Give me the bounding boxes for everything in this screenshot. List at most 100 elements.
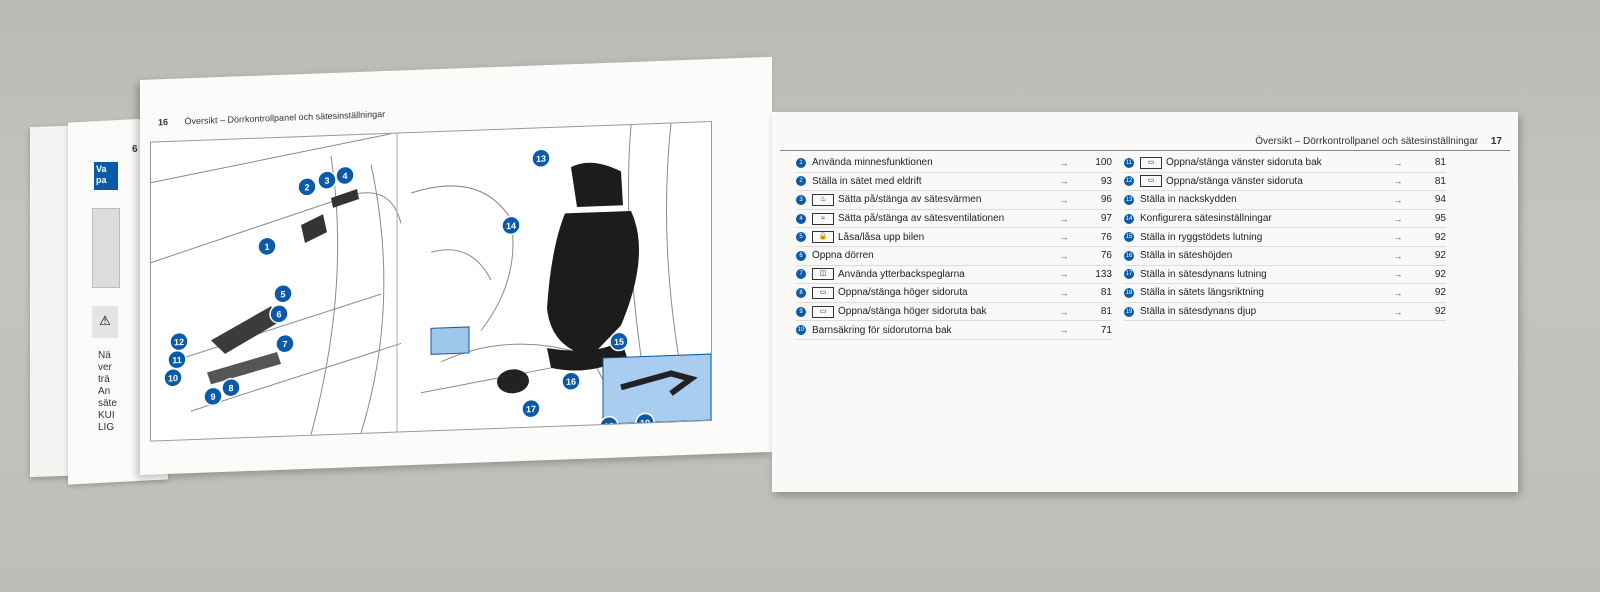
legend-number-badge: 10 bbox=[796, 325, 806, 336]
legend-label: Öppna/stänga höger sidoruta bak bbox=[838, 306, 987, 318]
callout-number-19: 19 bbox=[640, 418, 650, 428]
callout-number-14: 14 bbox=[506, 221, 516, 231]
callout-circle-9 bbox=[203, 386, 223, 407]
right-page-title: Översikt – Dörrkontrollpanel och sätesin… bbox=[1255, 136, 1479, 147]
inset-highlight-left bbox=[430, 326, 470, 355]
underlying-text-line: Nä bbox=[98, 350, 111, 361]
callout-circle-16 bbox=[561, 371, 581, 391]
legend-page-ref: 76 bbox=[1100, 231, 1112, 243]
arrow-right-icon: → bbox=[1393, 232, 1403, 243]
arrow-right-icon: → bbox=[1393, 157, 1403, 168]
legend-row-5: 5🔒Låsa/låsa upp bilen→76 bbox=[796, 228, 1112, 247]
legend-number-badge: 15 bbox=[1124, 232, 1134, 243]
legend-page-ref: 96 bbox=[1100, 194, 1112, 206]
legend-page-ref: 92 bbox=[1434, 250, 1446, 262]
underlying-grey-box bbox=[92, 208, 120, 288]
legend-page-ref: 92 bbox=[1434, 287, 1446, 299]
legend-row-10: 10 Barnsäkring för sidorutorna bak → 71 bbox=[796, 321, 1112, 340]
callout-circle-18 bbox=[599, 416, 619, 436]
legend-number-badge: 3 bbox=[796, 194, 806, 205]
legend-page-ref: 92 bbox=[1434, 306, 1446, 318]
callout-circle-14 bbox=[501, 215, 521, 236]
legend-label: Barnsäkring för sidorutorna bak bbox=[812, 324, 952, 336]
callout-number-3: 3 bbox=[324, 176, 329, 186]
legend-page-ref: 93 bbox=[1100, 175, 1112, 187]
arrow-right-icon: → bbox=[1393, 250, 1403, 261]
arrow-right-icon: → bbox=[1393, 269, 1403, 280]
legend-page-ref: 92 bbox=[1434, 268, 1446, 280]
callout-circle-17 bbox=[521, 398, 541, 419]
callout-number-15: 15 bbox=[614, 337, 624, 347]
legend-number-badge: 9 bbox=[796, 306, 806, 317]
legend-label: Använda ytterbackspeglarna bbox=[838, 268, 965, 280]
arrow-right-icon: → bbox=[1059, 250, 1069, 261]
legend-number-badge: 17 bbox=[1124, 269, 1134, 280]
legend-page-ref: 95 bbox=[1434, 213, 1446, 225]
arrow-right-icon: → bbox=[1393, 287, 1403, 298]
arrow-right-icon: → bbox=[1059, 325, 1069, 336]
legend-number-badge: 16 bbox=[1124, 250, 1134, 261]
callout-number-11: 11 bbox=[172, 355, 182, 365]
callout-number-5: 5 bbox=[280, 289, 285, 299]
legend-row-17: 17 Ställa in sätesdynans lutning → 92 bbox=[1124, 266, 1446, 285]
legend-page-ref: 81 bbox=[1100, 306, 1112, 318]
seat-heat-icon: ♨ bbox=[812, 193, 834, 206]
legend-page-ref: 100 bbox=[1095, 157, 1112, 169]
callout-circle-12 bbox=[169, 331, 189, 352]
seat-backrest-shape bbox=[547, 210, 639, 357]
left-page-header: 16 Översikt – Dörrkontrollpanel och säte… bbox=[158, 109, 385, 127]
inset-highlight-right bbox=[602, 353, 711, 425]
legend-number-badge: 1 bbox=[796, 157, 806, 168]
window-switch-panel bbox=[207, 351, 281, 385]
arrow-right-icon: → bbox=[1059, 194, 1069, 205]
legend-number-badge: 12 bbox=[1124, 176, 1134, 187]
left-page: 16 Översikt – Dörrkontrollpanel och säte… bbox=[140, 56, 772, 475]
callout-number-18: 18 bbox=[604, 421, 614, 431]
left-page-title: Översikt – Dörrkontrollpanel och sätesin… bbox=[184, 109, 386, 127]
legend-row-3: 3♨Sätta på/stänga av sätesvärmen→96 bbox=[796, 191, 1112, 210]
legend-row-8: 8▭Öppna/stänga höger sidoruta→81 bbox=[796, 284, 1112, 303]
callout-number-9: 9 bbox=[210, 392, 215, 402]
legend-row-12: 12▭Öppna/stänga vänster sidoruta→81 bbox=[1124, 173, 1446, 192]
legend-number-badge: 5 bbox=[796, 232, 806, 243]
arrow-right-icon: → bbox=[1393, 213, 1403, 224]
underlying-text-line: säte bbox=[98, 398, 117, 409]
callout-number-8: 8 bbox=[228, 383, 233, 393]
legend-page-ref: 71 bbox=[1100, 324, 1112, 336]
callout-number-13: 13 bbox=[536, 154, 546, 164]
legend-label: Låsa/låsa upp bilen bbox=[838, 231, 925, 243]
callout-number-10: 10 bbox=[168, 373, 178, 383]
legend-label: Ställa in sätets längsriktning bbox=[1140, 287, 1264, 299]
warning-icon: ⚠ bbox=[92, 306, 118, 338]
legend-label: Öppna/stänga vänster sidoruta bak bbox=[1166, 157, 1322, 169]
legend-label: Använda minnesfunktionen bbox=[812, 157, 933, 169]
underlying-text-line: trä bbox=[98, 374, 110, 385]
legend-number-badge: 6 bbox=[796, 250, 806, 261]
callout-circle-8 bbox=[221, 377, 241, 398]
arrow-right-icon: → bbox=[1059, 176, 1069, 187]
legend-page-ref: 92 bbox=[1434, 231, 1446, 243]
underlying-page-number: 6 bbox=[132, 144, 138, 155]
callout-circle-2 bbox=[297, 177, 317, 197]
callout-number-17: 17 bbox=[526, 404, 536, 414]
legend-page-ref: 97 bbox=[1100, 213, 1112, 225]
window-icon: ▭ bbox=[1140, 175, 1162, 188]
lock-icon: 🔒 bbox=[812, 231, 834, 244]
callout-number-6: 6 bbox=[276, 309, 281, 319]
legend-row-9: 9▭Öppna/stänga höger sidoruta bak→81 bbox=[796, 303, 1112, 322]
callout-circle-15 bbox=[609, 331, 629, 352]
legend-page-ref: 81 bbox=[1100, 287, 1112, 299]
legend-label: Konfigurera sätesinställningar bbox=[1140, 213, 1272, 225]
callout-circle-4 bbox=[335, 165, 355, 186]
legend-label: Ställa in sätesdynans lutning bbox=[1140, 268, 1267, 280]
callout-number-4: 4 bbox=[342, 171, 347, 181]
legend-number-badge: 4 bbox=[796, 213, 806, 224]
left-page-number: 16 bbox=[158, 116, 169, 128]
